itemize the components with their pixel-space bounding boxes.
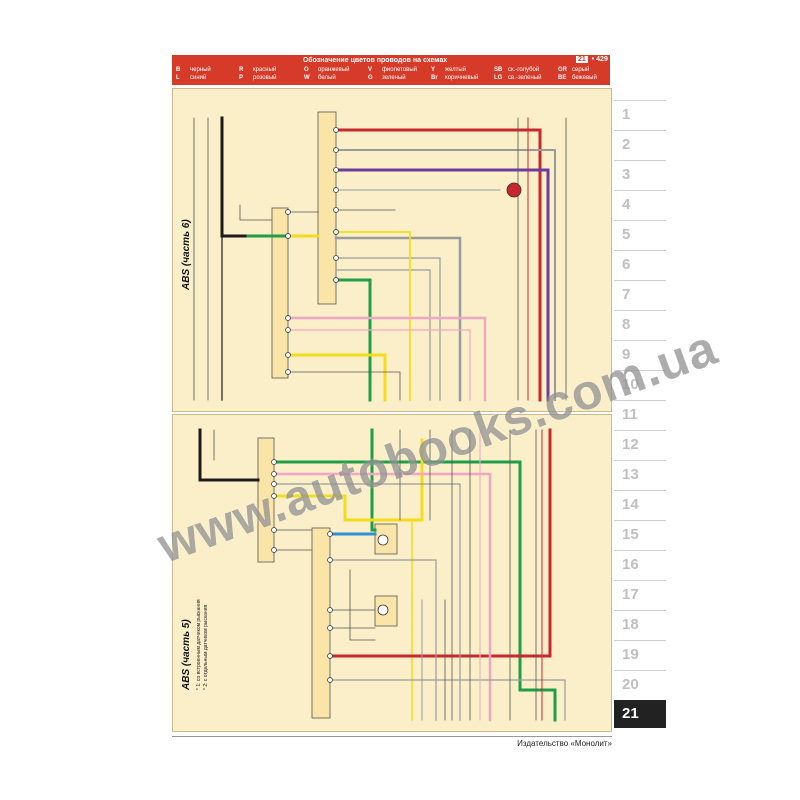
- header-bar: [172, 55, 610, 85]
- tab-17[interactable]: 17: [614, 580, 666, 608]
- tab-20[interactable]: 20: [614, 670, 666, 698]
- tab-8[interactable]: 8: [614, 310, 666, 338]
- tab-1[interactable]: 1: [614, 100, 666, 128]
- wire-gray: [334, 236, 462, 402]
- wire-red: [328, 428, 552, 658]
- wire-green: [370, 428, 377, 532]
- tab-19[interactable]: 19: [614, 640, 666, 668]
- wire-pink: [286, 316, 487, 402]
- connector-pins: [285, 127, 339, 375]
- wire-yellow: [335, 231, 411, 401]
- connector-block: [317, 111, 337, 305]
- header-title: Обозначение цветов проводов на схемах: [302, 57, 448, 64]
- wire-black: [198, 428, 260, 482]
- wire-yellow: [286, 353, 387, 402]
- tab-18[interactable]: 18: [614, 610, 666, 638]
- wire-green: [334, 278, 372, 402]
- tab-16[interactable]: 16: [614, 550, 666, 578]
- tab-10[interactable]: 10: [614, 370, 666, 398]
- tab-4[interactable]: 4: [614, 190, 666, 218]
- connector-block: [311, 527, 331, 719]
- tab-15[interactable]: 15: [614, 520, 666, 548]
- wire-black: [220, 116, 250, 238]
- page-separator-icon: •: [591, 56, 595, 63]
- abs-part5-wiring: [198, 428, 566, 722]
- wire-yellow: [272, 438, 424, 522]
- tab-9[interactable]: 9: [614, 340, 666, 368]
- wire-pink: [287, 329, 471, 401]
- sensor-icon: [377, 604, 389, 616]
- wire-green: [272, 460, 557, 722]
- wire-violet: [334, 168, 550, 402]
- page-number: 21 • 429: [576, 56, 608, 63]
- wire-gray-thin: [335, 269, 431, 401]
- sensor-icon: [377, 534, 389, 546]
- wire-gray: [335, 149, 556, 401]
- wire-pink: [272, 472, 492, 722]
- wire-red: [334, 128, 542, 402]
- abs-part6-wiring: [193, 111, 567, 402]
- tab-21-active[interactable]: 21: [614, 700, 666, 728]
- tab-13[interactable]: 13: [614, 460, 666, 488]
- abs-part5-panel: [172, 414, 612, 732]
- publisher: Издательство «Монолит»: [517, 739, 612, 748]
- tab-2[interactable]: 2: [614, 130, 666, 158]
- connector-block: [257, 437, 275, 563]
- ground-icon: [506, 182, 522, 198]
- tab-14[interactable]: 14: [614, 490, 666, 518]
- tab-12[interactable]: 12: [614, 430, 666, 458]
- footnote: * 2: с отдельным датчиком рыскания: [203, 604, 209, 690]
- wire-gray-thin: [335, 257, 441, 401]
- section-title-part5: ABS (часть 5): [181, 619, 192, 690]
- footnote: * 1: со встроенным датчиком рыскания: [196, 599, 202, 690]
- tab-7[interactable]: 7: [614, 280, 666, 308]
- tab-11[interactable]: 11: [614, 400, 666, 428]
- chapter-badge: 21: [576, 56, 588, 63]
- connector-block: [271, 207, 289, 379]
- footer-rule: [172, 736, 612, 737]
- tab-5[interactable]: 5: [614, 220, 666, 248]
- section-title-part6: ABS (часть 6): [181, 219, 192, 290]
- tab-3[interactable]: 3: [614, 160, 666, 188]
- connector-pins: [271, 459, 333, 683]
- page-value: 429: [596, 56, 608, 63]
- tab-6[interactable]: 6: [614, 250, 666, 278]
